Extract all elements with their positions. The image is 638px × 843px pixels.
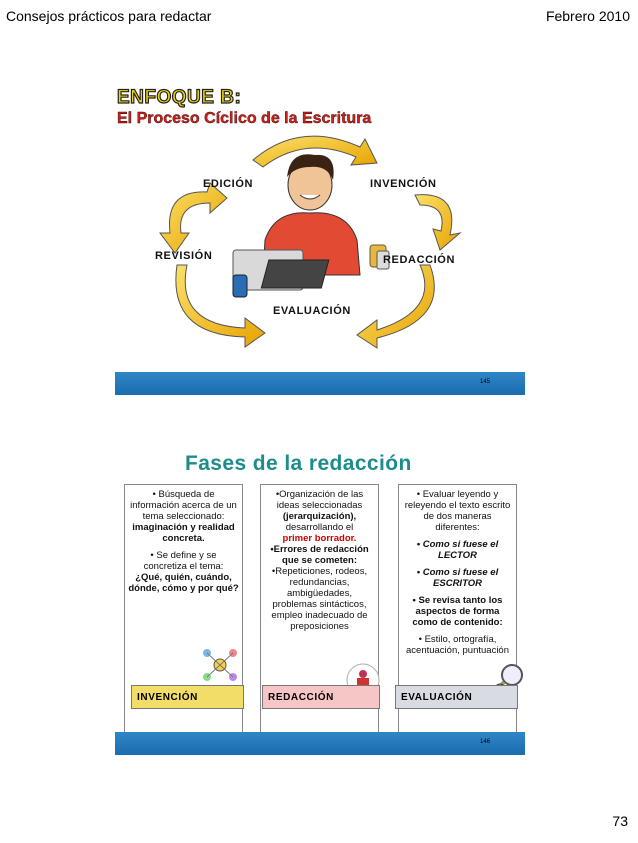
text-bold-italic: • Como si fuese el LECTOR: [402, 539, 513, 561]
ideas-network-icon: [202, 647, 238, 683]
stage-redaccion: REDACCIÓN: [383, 254, 455, 266]
text-bold: •Errores de redacción que se cometen:: [270, 544, 368, 566]
phase-evaluacion: • Evaluar leyendo y releyendo el texto e…: [398, 484, 517, 734]
text: • Estilo, ortografía, acentuación, puntu…: [402, 634, 513, 656]
text: •Organización de las ideas seleccionadas: [276, 489, 363, 511]
slide-proceso-ciclico: ENFOQUE B: El Proceso Cíclico de la Escr…: [115, 80, 525, 398]
page-number: 73: [612, 813, 628, 829]
text: • Evaluar leyendo y releyendo el texto e…: [405, 489, 511, 533]
student-illustration-icon: [233, 154, 389, 297]
slide-number: 146: [480, 739, 490, 745]
slide-title: Fases de la redacción: [185, 452, 412, 476]
text: desarrollando el: [286, 522, 354, 533]
text: • Se define y se concretiza el tema:: [144, 550, 224, 572]
text-bold: imaginación y realidad concreta.: [132, 522, 234, 544]
slide-fases-redaccion: Fases de la redacción • Búsqueda de info…: [115, 450, 525, 755]
stage-revision: REVISIÓN: [155, 250, 212, 262]
slide-footer-bar: 146: [115, 732, 525, 755]
document-header-date: Febrero 2010: [546, 8, 630, 24]
slide-footer-bar: 145: [115, 372, 525, 395]
arrow-left-icon: [160, 183, 227, 253]
phase-label-redaccion: REDACCIÓN: [262, 685, 380, 709]
text-highlight: primer borrador.: [283, 533, 357, 544]
phase-label-invencion: INVENCIÓN: [131, 685, 244, 709]
arrow-right-icon: [415, 195, 460, 250]
arrow-bottom-right-icon: [357, 265, 434, 348]
phase-label-evaluacion: EVALUACIÓN: [395, 685, 518, 709]
text-bold: • Se revisa tanto los aspectos de forma …: [402, 595, 513, 628]
phase-redaccion: •Organización de las ideas seleccionadas…: [260, 484, 379, 734]
stage-evaluacion: EVALUACIÓN: [273, 305, 351, 317]
text-bold: (jerarquización),: [283, 511, 356, 522]
text: •Repeticiones, rodeos, redundancias, amb…: [271, 566, 367, 632]
text: • Búsqueda de información acerca de un t…: [130, 489, 237, 522]
phase-invencion: • Búsqueda de información acerca de un t…: [124, 484, 243, 734]
stage-invencion: INVENCIÓN: [370, 178, 437, 190]
document-header-title: Consejos prácticos para redactar: [6, 8, 211, 24]
slide-number: 145: [480, 379, 490, 385]
slide-title-enfoque: ENFOQUE B:: [117, 87, 241, 109]
text-bold: ¿Qué, quién, cuándo, dónde, cómo y por q…: [128, 572, 238, 594]
stage-edicion: EDICIÓN: [203, 178, 253, 190]
text-bold-italic: • Como si fuese el ESCRITOR: [402, 567, 513, 589]
